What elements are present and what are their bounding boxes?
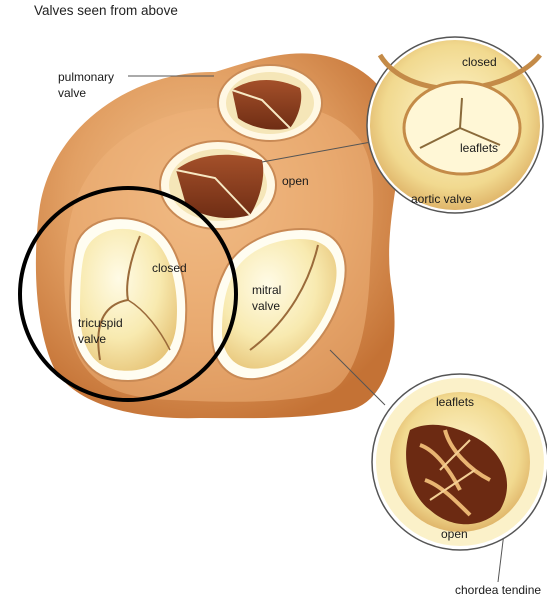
figure-title: Valves seen from above [34,4,178,18]
label-mitral-valve-line2: valve [252,299,280,313]
label-tricuspid-valve-line1: tricuspid [78,316,123,330]
tricuspid-valve [70,218,186,381]
aortic-valve-open [160,141,276,229]
label-mitral-valve-line1: mitral [252,283,281,297]
pulmonary-valve [218,65,322,141]
label-mitral-leaflets: leaflets [436,395,474,409]
label-chordea-tendine: chordea tendine [455,583,541,597]
label-tricuspid-valve-line2: valve [78,332,106,346]
label-closed-tricuspid: closed [152,261,187,275]
label-pulmonary-valve-line1: pulmonary [58,70,114,84]
label-mitral-open: open [441,527,468,541]
aortic-valve-inset [367,37,543,213]
label-aortic-closed: closed [462,55,497,69]
label-aortic-valve: aortic valve [411,192,472,206]
label-open-main: open [282,174,309,188]
label-pulmonary-valve-line2: valve [58,86,86,100]
label-aortic-leaflets: leaflets [460,141,498,155]
